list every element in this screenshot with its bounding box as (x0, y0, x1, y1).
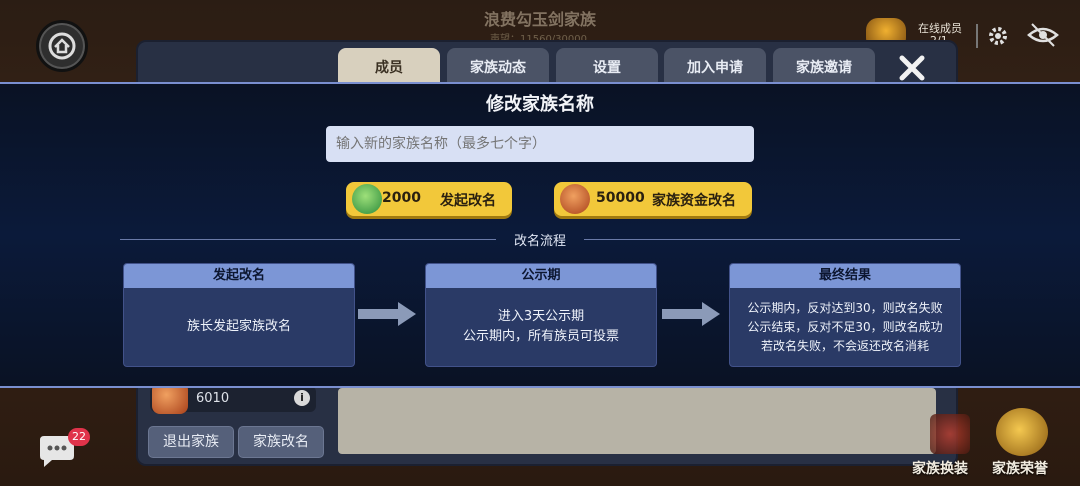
step-title: 公示期 (426, 264, 656, 288)
family-costume-label[interactable]: 家族换装 (912, 461, 968, 477)
gear-icon (989, 27, 1007, 45)
start-rename-label: 发起改名 (440, 193, 496, 209)
step-title: 发起改名 (124, 264, 354, 288)
settings-button[interactable] (986, 24, 1010, 48)
step-title: 最终结果 (730, 264, 960, 288)
money-bag-icon (560, 184, 590, 214)
jade-icon (352, 184, 382, 214)
modal-title: 修改家族名称 (486, 94, 594, 115)
family-name-input[interactable] (326, 126, 754, 162)
process-label: 改名流程 (513, 234, 566, 249)
step-text: 公示结束，反对不足30，则改名成功 (747, 319, 943, 334)
step-text: 若改名失败，不会返还改名消耗 (760, 338, 929, 353)
step-text: 进入3天公示期 (497, 309, 585, 324)
close-button[interactable] (896, 52, 928, 84)
step-public-notice: 公示期 进入3天公示期 公示期内，所有族员可投票 (425, 263, 657, 367)
online-label: 在线成员 (918, 22, 962, 35)
funds-rename-label: 家族资金改名 (652, 193, 736, 209)
honor-icon[interactable] (996, 408, 1048, 456)
family-honor-label[interactable]: 家族荣誉 (992, 461, 1048, 477)
family-exp: 声望：11560/30000 (490, 30, 587, 45)
rename-family-button[interactable]: 家族改名 (238, 426, 324, 458)
tab-join-requests[interactable]: 加入申请 (664, 48, 766, 84)
home-button[interactable] (36, 20, 88, 72)
arrow-right-icon (662, 302, 720, 326)
tab-family-news[interactable]: 家族动态 (447, 48, 549, 84)
funds-rename-cost: 50000 (596, 190, 645, 206)
chat-icon (40, 436, 74, 467)
quit-family-button[interactable]: 退出家族 (148, 426, 234, 458)
arrow-right-icon (358, 302, 416, 326)
step-text: 族长发起家族改名 (186, 319, 291, 334)
start-rename-button[interactable]: 2000 发起改名 (346, 182, 512, 216)
view-toggle-button[interactable] (1026, 20, 1060, 50)
info-icon[interactable]: i (294, 390, 310, 406)
funds-rename-button[interactable]: 50000 家族资金改名 (554, 182, 752, 216)
step-text: 公示期内，反对达到30，则改名失败 (747, 300, 943, 315)
divider-right (584, 239, 960, 240)
step-initiate: 发起改名 族长发起家族改名 (123, 263, 355, 367)
costume-icon[interactable] (930, 414, 970, 454)
chat-unread-badge: 22 (68, 428, 90, 446)
eye-icon (1027, 23, 1059, 47)
start-rename-cost: 2000 (382, 190, 421, 206)
close-icon (899, 55, 925, 81)
family-name-title: 浪费勾玉剑家族 (483, 10, 596, 29)
home-icon (48, 32, 76, 60)
step-text: 公示期内，所有族员可投票 (462, 329, 619, 344)
tab-settings[interactable]: 设置 (556, 48, 658, 84)
tab-family-invites[interactable]: 家族邀请 (773, 48, 875, 84)
step-final-result: 最终结果 公示期内，反对达到30，则改名失败 公示结束，反对不足30，则改名成功… (729, 263, 961, 367)
chat-button[interactable] (36, 434, 78, 470)
divider-left (120, 239, 496, 240)
members-list-area (338, 388, 936, 454)
divider (976, 24, 978, 48)
family-funds-value: 6010 (196, 391, 230, 406)
tab-members[interactable]: 成员 (338, 48, 440, 84)
